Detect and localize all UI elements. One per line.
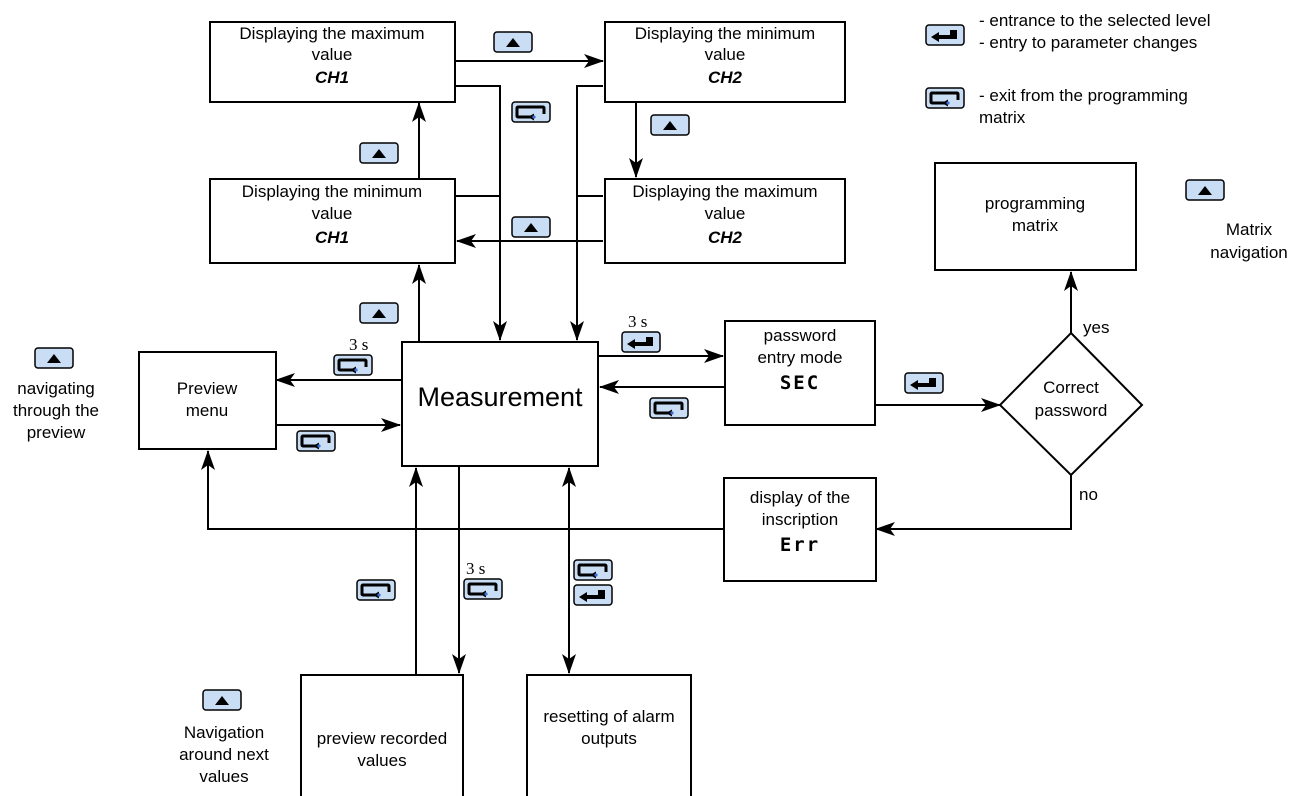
- exit-key-icon: [648, 396, 690, 420]
- arrow-max-ch1-to-measurement: [455, 85, 507, 341]
- legend-exit-line1: - exit from the programming: [979, 86, 1188, 105]
- up-arrow-key-icon: [202, 689, 242, 711]
- exit-key-icon: [510, 100, 552, 124]
- legend: - entrance to the selected level - entry…: [979, 11, 1211, 127]
- box-min-ch1-line2: value: [312, 204, 353, 223]
- box-preview-recorded: preview recorded values: [300, 674, 464, 796]
- legend-enter-line1: - entrance to the selected level: [979, 11, 1211, 30]
- box-max-ch1-line1: Displaying the maximum: [239, 24, 424, 43]
- box-recorded-line2: values: [357, 751, 406, 770]
- box-matrix-line2: matrix: [1012, 216, 1059, 235]
- box-preview-menu-line1: Preview: [177, 379, 238, 398]
- enter-key-icon: [925, 24, 965, 46]
- decision-line2: password: [1035, 401, 1108, 420]
- box-reset-line1: resetting of alarm: [543, 707, 674, 726]
- box-err-line1: display of the: [750, 488, 850, 507]
- box-min-ch2: Displaying the minimum value CH2: [604, 21, 846, 103]
- caption-line: navigation: [1210, 243, 1288, 262]
- navigating-preview-caption: navigating through the preview: [13, 379, 99, 442]
- box-min-ch2-line2: value: [705, 45, 746, 64]
- decision-correct-password: Correct password: [998, 331, 1144, 477]
- box-max-ch2-line2: value: [705, 204, 746, 223]
- box-min-ch2-line1: Displaying the minimum: [635, 24, 815, 43]
- box-err-code: Err: [780, 534, 820, 556]
- arrow-no-to-err: [875, 475, 1072, 536]
- box-password-line2: entry mode: [757, 348, 842, 367]
- exit-key-icon: [572, 558, 614, 582]
- box-password-entry: password entry mode SEC: [724, 320, 876, 426]
- hold-3s-label-recorded: 3 s: [466, 559, 485, 578]
- box-measurement: Measurement: [401, 341, 599, 467]
- box-matrix-line1: programming: [985, 194, 1085, 213]
- box-max-ch2-line1: Displaying the maximum: [632, 182, 817, 201]
- box-min-ch1: Displaying the minimum value CH1: [209, 178, 456, 264]
- box-preview-menu: Preview menu: [138, 351, 277, 450]
- matrix-navigation-caption: Matrix navigation: [1210, 220, 1288, 262]
- box-min-ch1-line3: CH1: [315, 228, 349, 247]
- box-max-ch2: Displaying the maximum value CH2: [604, 178, 846, 264]
- enter-key-icon: [573, 584, 613, 606]
- box-recorded-line1: preview recorded: [317, 729, 447, 748]
- caption-line: Matrix: [1226, 220, 1273, 239]
- box-preview-menu-line2: menu: [186, 401, 229, 420]
- up-arrow-key-icon: [511, 216, 551, 238]
- exit-key-icon: [295, 429, 337, 453]
- up-arrow-key-icon: [493, 31, 533, 53]
- decision-line1: Correct: [1043, 378, 1099, 397]
- box-password-sec-code: SEC: [780, 372, 820, 394]
- exit-key-icon: [462, 577, 504, 601]
- box-programming-matrix: programming matrix: [934, 162, 1137, 271]
- enter-key-icon: [621, 331, 661, 353]
- caption-line: values: [199, 767, 248, 786]
- box-measurement-label: Measurement: [417, 382, 583, 412]
- yes-label: yes: [1083, 318, 1109, 337]
- up-arrow-key-icon: [1185, 179, 1225, 201]
- arrow-err-to-preview: [201, 450, 724, 530]
- box-max-ch2-line3: CH2: [708, 228, 743, 247]
- box-err-line2: inscription: [762, 510, 839, 529]
- arrow-min-ch2-to-measurement: [570, 85, 603, 341]
- exit-key-icon: [355, 578, 397, 602]
- up-arrow-key-icon: [359, 302, 399, 324]
- box-max-ch1: Displaying the maximum value CH1: [209, 21, 456, 103]
- box-reset-line2: outputs: [581, 729, 637, 748]
- up-arrow-key-icon: [359, 142, 399, 164]
- exit-key-icon: [924, 86, 966, 110]
- caption-line: preview: [27, 423, 86, 442]
- box-min-ch2-line3: CH2: [708, 68, 743, 87]
- caption-line: through the: [13, 401, 99, 420]
- caption-line: Navigation: [184, 723, 264, 742]
- caption-line: around next: [179, 745, 269, 764]
- no-label: no: [1079, 485, 1098, 504]
- box-min-ch1-line1: Displaying the minimum: [242, 182, 422, 201]
- legend-enter-line2: - entry to parameter changes: [979, 33, 1197, 52]
- box-max-ch1-line2: value: [312, 45, 353, 64]
- box-password-line1: password: [764, 326, 837, 345]
- legend-exit-line2: matrix: [979, 108, 1026, 127]
- navigation-next-values-caption: Navigation around next values: [179, 723, 269, 786]
- box-display-err: display of the inscription Err: [723, 477, 877, 582]
- up-arrow-key-icon: [650, 114, 690, 136]
- box-max-ch1-line3: CH1: [315, 68, 349, 87]
- exit-key-icon: [332, 353, 374, 377]
- box-resetting-alarm: resetting of alarm outputs: [526, 674, 692, 796]
- caption-line: navigating: [17, 379, 95, 398]
- hold-3s-label-password: 3 s: [628, 312, 647, 331]
- up-arrow-key-icon: [34, 347, 74, 369]
- enter-key-icon: [904, 372, 944, 394]
- connectors: [201, 54, 1078, 675]
- hold-3s-label-preview: 3 s: [349, 335, 368, 354]
